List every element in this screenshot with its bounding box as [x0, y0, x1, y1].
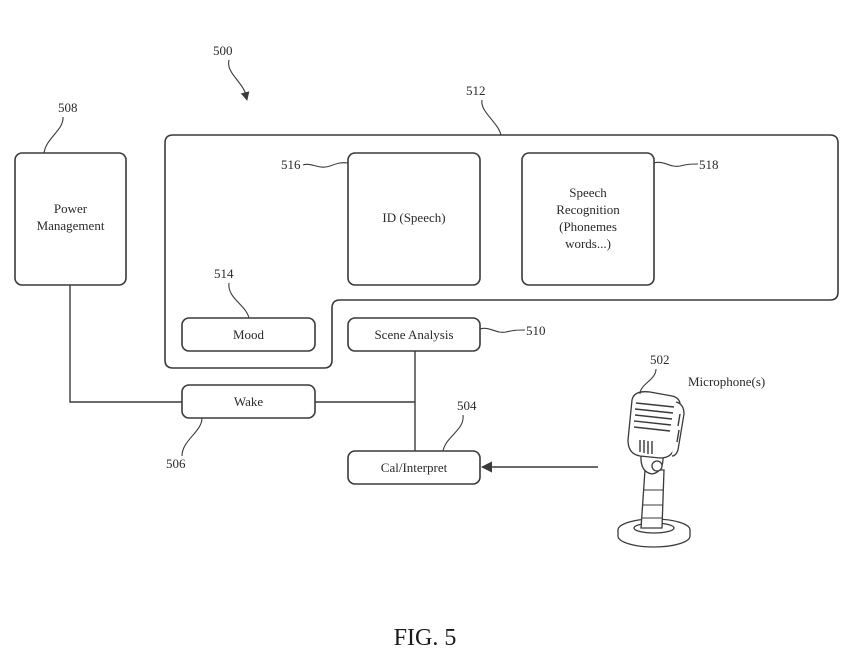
ref-516-leader [302, 162, 349, 168]
id-speech-label: ID (Speech) [382, 210, 445, 225]
power-management-label-line1: Power [54, 201, 88, 216]
cal-interpret-box [347, 450, 481, 485]
ref-502-leader [639, 368, 657, 395]
ref-512-leader [481, 99, 502, 136]
microphone-icon: 502 Microphone(s) [617, 352, 765, 548]
microphone-label: Microphone(s) [688, 374, 765, 389]
ref-508-leader [43, 116, 64, 154]
processing-group-outline [164, 134, 839, 369]
speech-recognition-block: Speech Recognition (Phonemes words...) 5… [521, 152, 719, 286]
mood-label: Mood [233, 327, 265, 342]
scene-analysis-label: Scene Analysis [374, 327, 453, 342]
id-speech-block: ID (Speech) 516 [281, 152, 481, 286]
ref-504-leader [442, 414, 464, 452]
microphone-grille [633, 402, 681, 454]
ref-504-label: 504 [457, 398, 477, 413]
ref-506-leader [181, 417, 203, 457]
ref-500-label: 500 [213, 43, 233, 58]
ref-514-label: 514 [214, 266, 234, 281]
power-management-block: Power Management 508 [14, 100, 127, 286]
ref-518-label: 518 [699, 157, 719, 172]
power-management-label-line2: Management [37, 218, 105, 233]
speech-recognition-label-line3: (Phonemes [559, 219, 617, 234]
connections [69, 285, 598, 473]
id-speech-box [347, 152, 481, 286]
speech-recognition-label-line4: words...) [565, 236, 611, 251]
ref-510-label: 510 [526, 323, 546, 338]
ref-508-label: 508 [58, 100, 78, 115]
ref-518-leader [653, 161, 699, 167]
processing-group: 512 [164, 83, 839, 369]
ref-512-label: 512 [466, 83, 486, 98]
speech-recognition-label-line2: Recognition [556, 202, 620, 217]
system-reference-500: 500 [213, 43, 250, 101]
scene-analysis-box [347, 317, 481, 352]
cal-interpret-label: Cal/Interpret [381, 460, 448, 475]
system-arrow-icon [228, 59, 250, 101]
scene-analysis-block: Scene Analysis 510 [347, 317, 546, 352]
cal-interpret-block: Cal/Interpret 504 [347, 398, 481, 485]
ref-510-leader [479, 327, 526, 333]
wake-label: Wake [234, 394, 263, 409]
ref-502-label: 502 [650, 352, 670, 367]
power-to-wake-connector [69, 285, 182, 403]
ref-516-label: 516 [281, 157, 301, 172]
speech-recognition-box [521, 152, 655, 286]
ref-514-leader [228, 282, 250, 319]
mood-block: Mood 514 [181, 266, 316, 352]
wake-block: Wake 506 [166, 384, 316, 471]
figure-caption: FIG. 5 [394, 625, 457, 651]
speech-recognition-label-line1: Speech [569, 185, 607, 200]
ref-506-label: 506 [166, 456, 186, 471]
